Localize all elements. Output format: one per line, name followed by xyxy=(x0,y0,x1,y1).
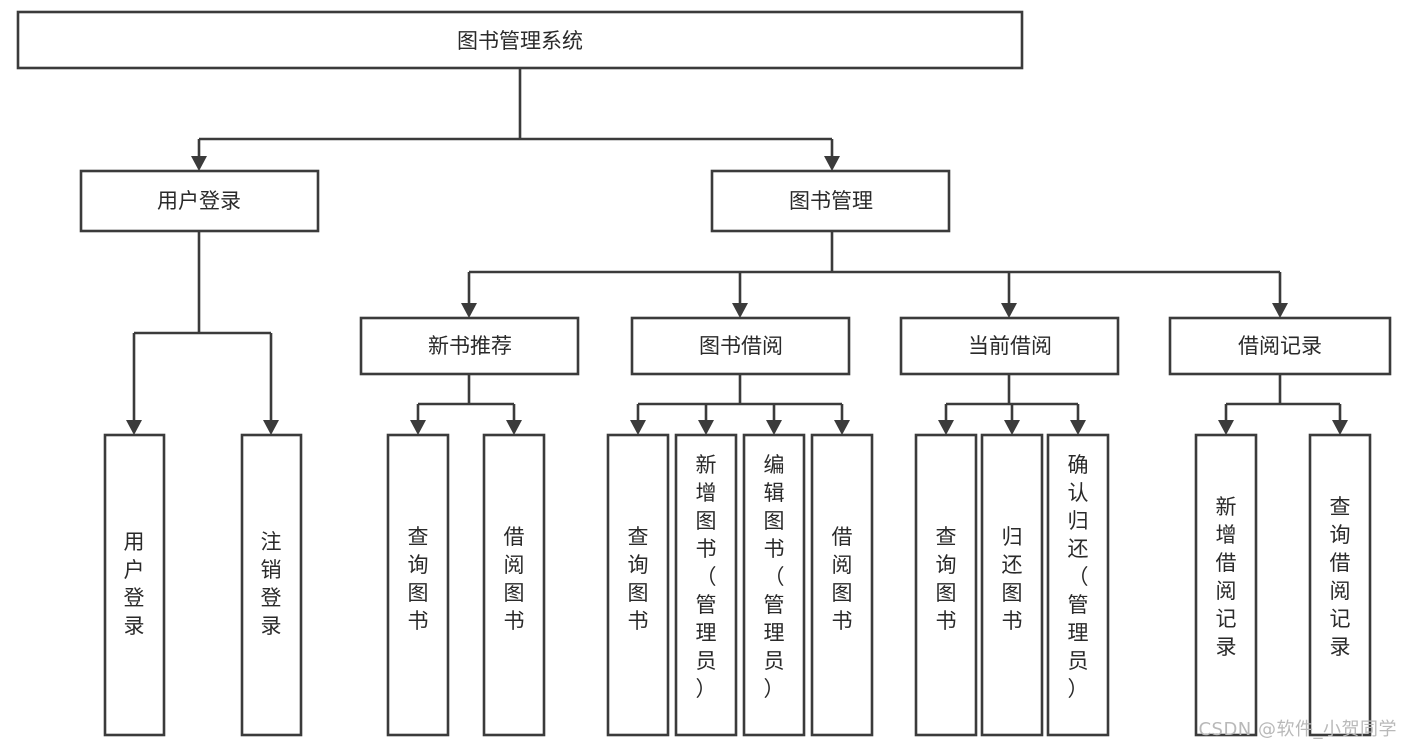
arrow-to-book-borrow xyxy=(732,303,748,318)
arrow-leaf-cur-confirm xyxy=(1070,420,1086,435)
leaf-cur-query-box[interactable] xyxy=(914,433,978,737)
new-book-rec-box[interactable] xyxy=(359,316,580,376)
leaf-borrow-query-box[interactable] xyxy=(606,433,670,737)
leaf-user-logout-box[interactable] xyxy=(240,433,303,737)
leaf-rec-query-box[interactable] xyxy=(386,433,450,737)
node-leaf-user-logout[interactable]: 注销登录 xyxy=(240,433,303,737)
leaf-cur-query-label: 查询图书 xyxy=(936,525,957,633)
node-leaf-cur-return[interactable]: 归还图书 xyxy=(980,433,1044,737)
leaf-borrow-add-box[interactable] xyxy=(674,433,738,737)
arrow-leaf-rec-borrow xyxy=(506,420,522,435)
node-leaf-rec-add[interactable]: 新增借阅记录 xyxy=(1194,433,1258,737)
node-leaf-borrow-query[interactable]: 查询图书 xyxy=(606,433,670,737)
root-box[interactable] xyxy=(16,10,1024,70)
new-book-rec-label: 新书推荐 xyxy=(428,334,512,358)
leaf-rec-borrow-box[interactable] xyxy=(482,433,546,737)
leaf-cur-return-label: 归还图书 xyxy=(1002,525,1023,633)
user-login-label: 用户登录 xyxy=(157,189,241,213)
leaf-node-layer: 用户登录 注销登录 查询图书 借阅图书 查询图书 新增图书（管理员） xyxy=(103,433,1372,737)
leaf-borrow-add-label: 新增图书（管理员） xyxy=(696,453,717,701)
leaf-rec-search-label: 查询借阅记录 xyxy=(1330,495,1351,659)
arrow-leaf-cur-return xyxy=(1004,420,1020,435)
leaf-borrow-lend-box[interactable] xyxy=(810,433,874,737)
arrow-to-borrow-record xyxy=(1272,303,1288,318)
leaf-borrow-edit-box[interactable] xyxy=(742,433,806,737)
leaf-rec-add-box[interactable] xyxy=(1194,433,1258,737)
node-user-login[interactable]: 用户登录 xyxy=(79,169,320,233)
leaf-rec-borrow-label: 借阅图书 xyxy=(504,525,525,633)
book-borrow-box[interactable] xyxy=(630,316,851,376)
leaf-user-login-box[interactable] xyxy=(103,433,166,737)
leaf-borrow-edit-label: 编辑图书（管理员） xyxy=(764,453,785,701)
arrow-leaf-user-logout xyxy=(263,420,279,435)
arrow-to-current-borrow xyxy=(1001,303,1017,318)
arrow-to-book-manage xyxy=(824,156,840,171)
node-leaf-user-login[interactable]: 用户登录 xyxy=(103,433,166,737)
node-leaf-borrow-lend[interactable]: 借阅图书 xyxy=(810,433,874,737)
node-root[interactable]: 图书管理系统 xyxy=(16,10,1024,70)
node-leaf-rec-borrow[interactable]: 借阅图书 xyxy=(482,433,546,737)
leaf-cur-return-box[interactable] xyxy=(980,433,1044,737)
node-borrow-record[interactable]: 借阅记录 xyxy=(1168,316,1392,376)
borrow-record-box[interactable] xyxy=(1168,316,1392,376)
borrow-record-label: 借阅记录 xyxy=(1238,334,1322,358)
book-manage-label: 图书管理 xyxy=(789,189,873,213)
leaf-borrow-lend-label: 借阅图书 xyxy=(832,525,853,633)
node-leaf-rec-query[interactable]: 查询图书 xyxy=(386,433,450,737)
user-login-box[interactable] xyxy=(79,169,320,233)
node-current-borrow[interactable]: 当前借阅 xyxy=(899,316,1120,376)
leaf-user-login-label: 用户登录 xyxy=(124,530,145,638)
arrow-to-user-login xyxy=(191,156,207,171)
current-borrow-box[interactable] xyxy=(899,316,1120,376)
current-borrow-label: 当前借阅 xyxy=(968,334,1052,358)
arrow-leaf-rec-query xyxy=(410,420,426,435)
leaf-user-logout-label: 注销登录 xyxy=(261,530,282,638)
arrow-leaf-user-login xyxy=(126,420,142,435)
arrow-leaf-borrow-lend xyxy=(834,420,850,435)
book-manage-box[interactable] xyxy=(710,169,951,233)
watermark: CSDN @软件_小贺同学 xyxy=(1198,719,1397,740)
node-book-borrow[interactable]: 图书借阅 xyxy=(630,316,851,376)
leaf-rec-add-label: 新增借阅记录 xyxy=(1216,495,1237,659)
book-borrow-label: 图书借阅 xyxy=(699,334,783,358)
node-leaf-rec-search[interactable]: 查询借阅记录 xyxy=(1308,433,1372,737)
arrow-leaf-cur-query xyxy=(938,420,954,435)
arrow-leaf-borrow-query xyxy=(630,420,646,435)
arrow-leaf-borrow-add xyxy=(698,420,714,435)
leaf-borrow-query-label: 查询图书 xyxy=(628,525,649,633)
node-book-manage[interactable]: 图书管理 xyxy=(710,169,951,233)
node-leaf-borrow-edit[interactable]: 编辑图书（管理员） xyxy=(742,433,806,737)
arrow-to-new-book-rec xyxy=(461,303,477,318)
arrow-leaf-rec-add xyxy=(1218,420,1234,435)
leaf-cur-confirm-box[interactable] xyxy=(1046,433,1110,737)
root-label: 图书管理系统 xyxy=(457,29,583,53)
leaf-rec-search-box[interactable] xyxy=(1308,433,1372,737)
node-leaf-cur-confirm[interactable]: 确认归还（管理员） xyxy=(1046,433,1110,737)
arrow-leaf-rec-search xyxy=(1332,420,1348,435)
arrow-leaf-borrow-edit xyxy=(766,420,782,435)
node-new-book-rec[interactable]: 新书推荐 xyxy=(359,316,580,376)
leaf-cur-confirm-label: 确认归还（管理员） xyxy=(1068,453,1089,701)
node-leaf-borrow-add[interactable]: 新增图书（管理员） xyxy=(674,433,738,737)
leaf-rec-query-label: 查询图书 xyxy=(408,525,429,633)
node-leaf-cur-query[interactable]: 查询图书 xyxy=(914,433,978,737)
connector-layer xyxy=(126,68,1348,435)
